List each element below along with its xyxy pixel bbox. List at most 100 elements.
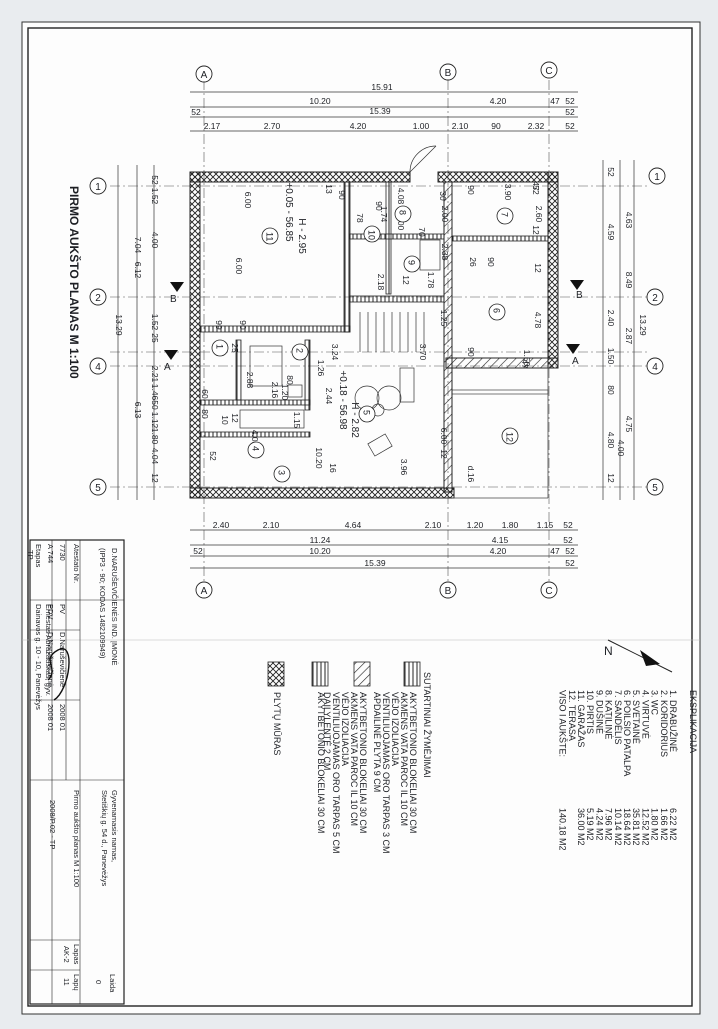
interior-dim: 6.00 <box>439 428 449 445</box>
legend: SUTARTINIAI ŽYMĖJIMAI <box>267 661 432 778</box>
dim-bottom-text: 1.80 <box>502 520 519 530</box>
interior-dim: 1.20 <box>280 384 290 401</box>
axis-label-b-bottom: B <box>445 586 452 597</box>
legend-item: AKYTBETONIO BLOKELIAI 30 CM <box>408 692 418 833</box>
section-label-a-left: A <box>164 362 171 373</box>
interior-dim: 1.25 <box>439 310 449 327</box>
explication-title: EKSPLIKACIJA <box>688 690 698 753</box>
room-bubble <box>501 427 519 445</box>
interior-dim: 26 <box>468 257 478 267</box>
legend-item: AKYTBETONIO BLOKELIAI 30 CM <box>358 692 368 833</box>
interior-dim: 1.50 <box>522 350 532 367</box>
room-bubble <box>291 343 309 361</box>
dim-top-text: 2.17 <box>204 121 221 131</box>
axis-labels: A B C A B C 1 2 4 5 1 2 4 5 <box>95 66 660 597</box>
axis-label-a-bottom: A <box>201 586 208 597</box>
dim-left-text: 12 <box>150 473 160 483</box>
interior-dim: 2.44 <box>324 388 334 405</box>
axis-label-4-right: 4 <box>652 362 658 373</box>
height-mark-garage: H - 2.95 <box>296 218 307 254</box>
dims-left: 13.29 7.04 6.13 52 1.52 4.00 6.12 1.52 2… <box>114 175 160 483</box>
interior-dim: 90 <box>238 320 248 330</box>
level-mark-garage: +0.05 - 56.85 <box>283 182 294 242</box>
dim-right-text: 4.00 <box>616 440 626 457</box>
legend-swatch <box>403 661 421 687</box>
explication-area: 1.80 M2 <box>650 808 660 841</box>
sheet-frame <box>27 27 693 1007</box>
signature <box>47 648 70 701</box>
drawing-name: Pirmo aukšto planas M 1:100 <box>72 790 81 887</box>
interior-dim: 2.60 <box>534 206 544 223</box>
room-number: 5 <box>362 410 372 415</box>
paper <box>21 21 701 1015</box>
dims-right: 13.29 4.63 8.49 2.87 4.75 52 4.59 2.40 1… <box>606 167 648 483</box>
explication-area: 12.52 M2 <box>640 808 650 846</box>
interior-dim: 2.38 <box>440 244 450 261</box>
dim-right-text: 2.40 <box>606 310 616 327</box>
sheet-title: PIRMO AUKŠTO PLANAS M 1:100 <box>67 186 82 379</box>
legend-swatch <box>311 661 329 687</box>
interior-dim: 12 <box>401 275 411 285</box>
legend-item: AKYTBETONIO BLOKELIAI 30 CM <box>316 692 326 833</box>
sheets-label: Lapų <box>72 974 81 991</box>
interior-dim: 3.90 <box>503 184 513 201</box>
axis-label-1-left: 1 <box>95 182 101 193</box>
interior-dim: 10.20 <box>314 447 324 469</box>
dim-bottom-text: 1.20 <box>467 520 484 530</box>
explication-total-label: VISO I AUKŠTE: <box>558 690 568 757</box>
dim-bottom-text: 2.40 <box>213 520 230 530</box>
explication-area: 1.66 M2 <box>659 808 669 841</box>
explication-room: 7. SANDĖLIS <box>613 690 623 745</box>
room-bubble <box>273 465 291 483</box>
explication-area: 4.24 M2 <box>594 808 604 841</box>
axis-label-2-right: 2 <box>652 293 658 304</box>
dim-left-text: 50 <box>150 400 160 410</box>
dim-top-text: 2.10 <box>452 121 469 131</box>
interior-dim: 30 <box>438 191 448 201</box>
axis-bubbles <box>89 61 666 599</box>
dim-bottom-text: 4.64 <box>345 520 362 530</box>
interior-dim: 6.00 <box>243 192 253 209</box>
dim-right-text: 80 <box>606 385 616 395</box>
dim-right-text: 4.63 <box>624 212 634 229</box>
interior-dim: 6.00 <box>234 258 244 275</box>
explication-room: 11. GARAŽAS <box>576 690 586 747</box>
room-number: 7 <box>500 212 510 217</box>
legend-item: DAILYLENTĖ 2 CM <box>322 692 332 770</box>
dims-top: 15.91 10.20 4.20 47 52 52 15.39 52 2.17 … <box>191 82 575 131</box>
dim-right-text: 4.80 <box>606 432 616 449</box>
dim-left-text: 1.12 <box>150 412 160 429</box>
room-bubble <box>363 225 381 243</box>
room-bubble <box>394 205 412 223</box>
level-mark-living: +0.18 - 56.98 <box>337 370 348 430</box>
dim-right-overall: 13.29 <box>638 314 648 336</box>
axis-label-c-bottom: C <box>545 586 552 597</box>
axis-label-c-top: C <box>545 66 552 77</box>
interior-dim: d.16 <box>466 466 476 483</box>
laida-label: Laida <box>108 974 117 993</box>
explication-room: 9. DUŠINĖ <box>594 690 604 734</box>
interior-dim: 4.08 <box>396 188 406 205</box>
dim-top-text: 2.32 <box>528 121 545 131</box>
explication-room: 1. DRABUŽINĖ <box>668 690 678 752</box>
explication-room: 3. WC <box>650 690 660 716</box>
room-number: 12 <box>505 432 515 442</box>
dim-top-text: 52 <box>565 96 575 106</box>
explication-room: 4. VIRTUVĖ <box>640 690 650 739</box>
dim-top-text: 47 <box>550 96 560 106</box>
dim-bottom-text: 52 <box>565 546 575 556</box>
company-code: (IPP3 - 90; KODAS 1482109949) <box>98 548 107 659</box>
explication-area: 7.96 M2 <box>604 808 614 841</box>
dim-left-text: 1.52 <box>150 188 160 205</box>
room-number: 2 <box>295 348 305 353</box>
interior-dim: 1.15 <box>292 412 302 429</box>
legend-item: VENTILIUOJAMAS ORO TARPAS 3 CM <box>381 692 391 854</box>
axis-label-1-right: 1 <box>654 172 660 183</box>
room-bubble <box>247 441 265 459</box>
tb-code: A 744 <box>46 544 55 563</box>
axis-label-5-right: 5 <box>652 483 658 494</box>
sheet-number: AK-2 <box>62 946 71 963</box>
explication-room: 2. KORIDORIUS <box>659 690 669 757</box>
dim-bottom-text: 52 <box>565 558 575 568</box>
dim-left-text: 4.04 <box>150 448 160 465</box>
